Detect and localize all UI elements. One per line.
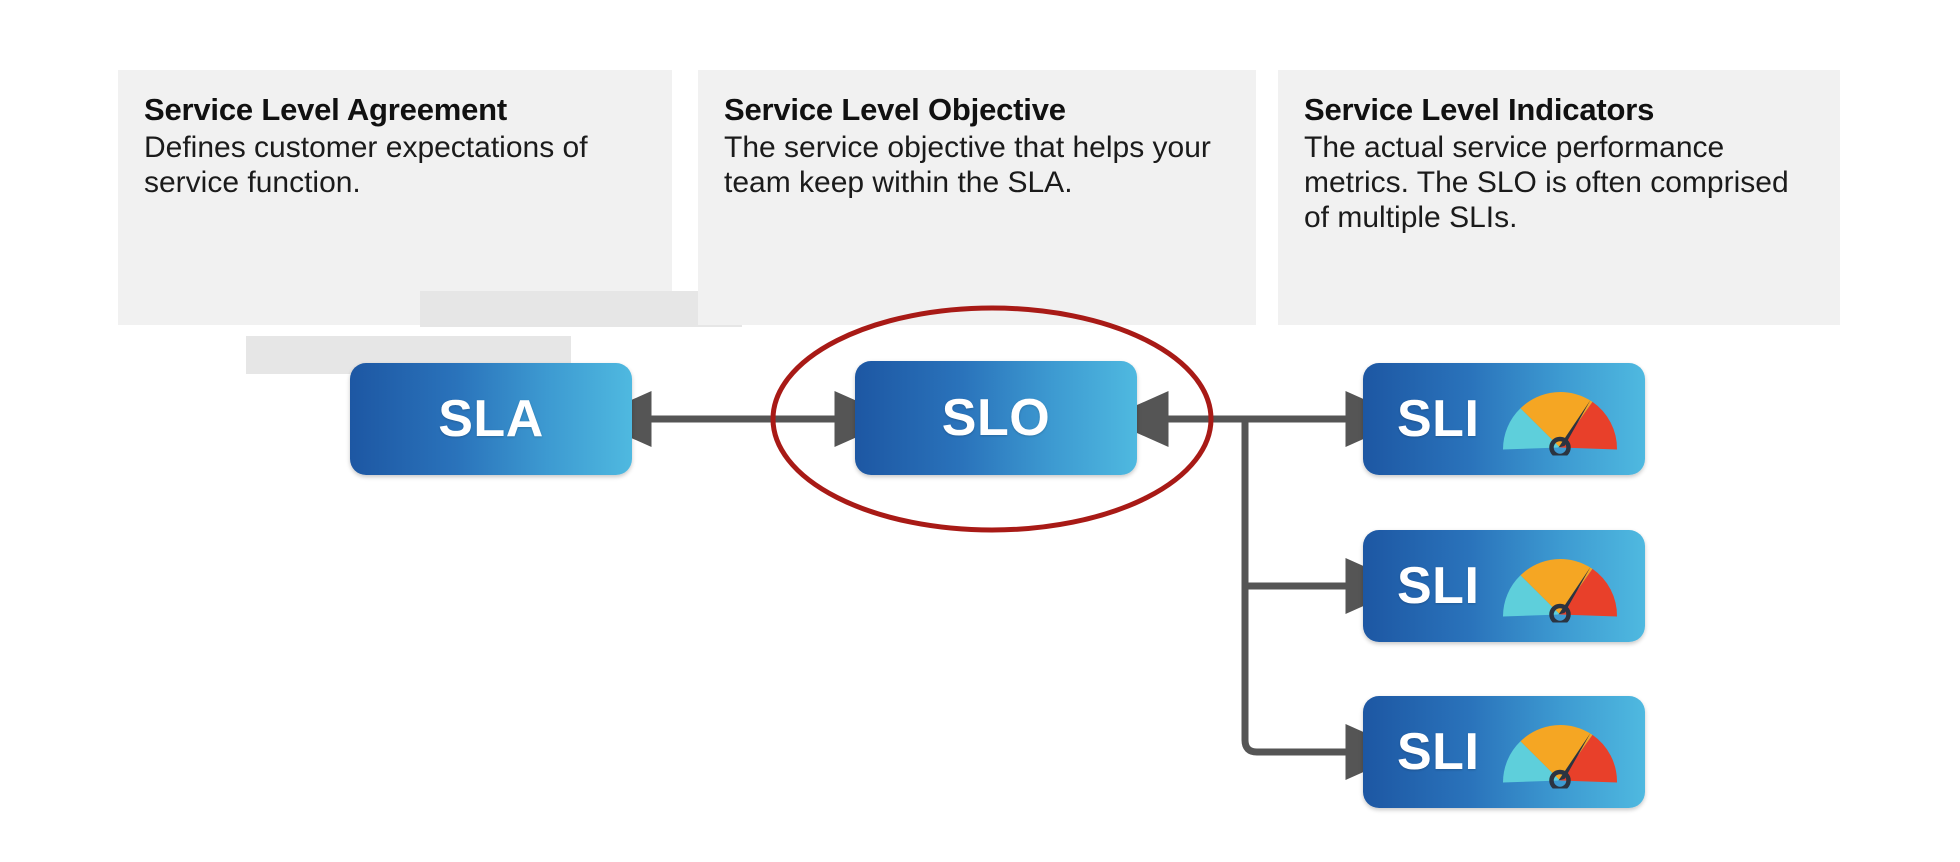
- badge-sla[interactable]: SLA: [350, 363, 632, 475]
- panel-body-sla: Defines customer expectations of service…: [144, 130, 588, 200]
- panel-service-level-agreement: Service Level Agreement Defines customer…: [118, 70, 742, 374]
- badge-slo[interactable]: SLO: [855, 361, 1137, 475]
- gauge-icon: [1495, 378, 1625, 461]
- panel-title-sla: Service Level Agreement: [144, 92, 507, 127]
- gauge-icon: [1495, 711, 1625, 794]
- badge-label-slo: SLO: [941, 389, 1051, 447]
- badge-label-sli-1: SLI: [1397, 390, 1480, 448]
- badge-label-sli-2: SLI: [1397, 557, 1480, 615]
- gauge-icon: [1495, 545, 1625, 628]
- redaction-bar-1: [420, 291, 742, 327]
- badge-sli-2[interactable]: SLI: [1363, 530, 1645, 642]
- badge-sli-3[interactable]: SLI: [1363, 696, 1645, 808]
- panel-service-level-indicators: Service Level Indicators The actual serv…: [1278, 70, 1840, 325]
- panel-body-sli: The actual service performance metrics. …: [1304, 130, 1789, 235]
- panel-service-level-objective: Service Level Objective The service obje…: [698, 70, 1256, 325]
- badge-label-sla: SLA: [438, 390, 544, 448]
- panel-body-slo: The service objective that helps your te…: [724, 130, 1211, 200]
- panel-title-sli: Service Level Indicators: [1304, 92, 1655, 127]
- connector-branch-trunk: [1241, 419, 1409, 780]
- panel-title-slo: Service Level Objective: [724, 92, 1066, 127]
- badge-sli-1[interactable]: SLI: [1363, 363, 1645, 475]
- badge-label-sli-3: SLI: [1397, 723, 1480, 781]
